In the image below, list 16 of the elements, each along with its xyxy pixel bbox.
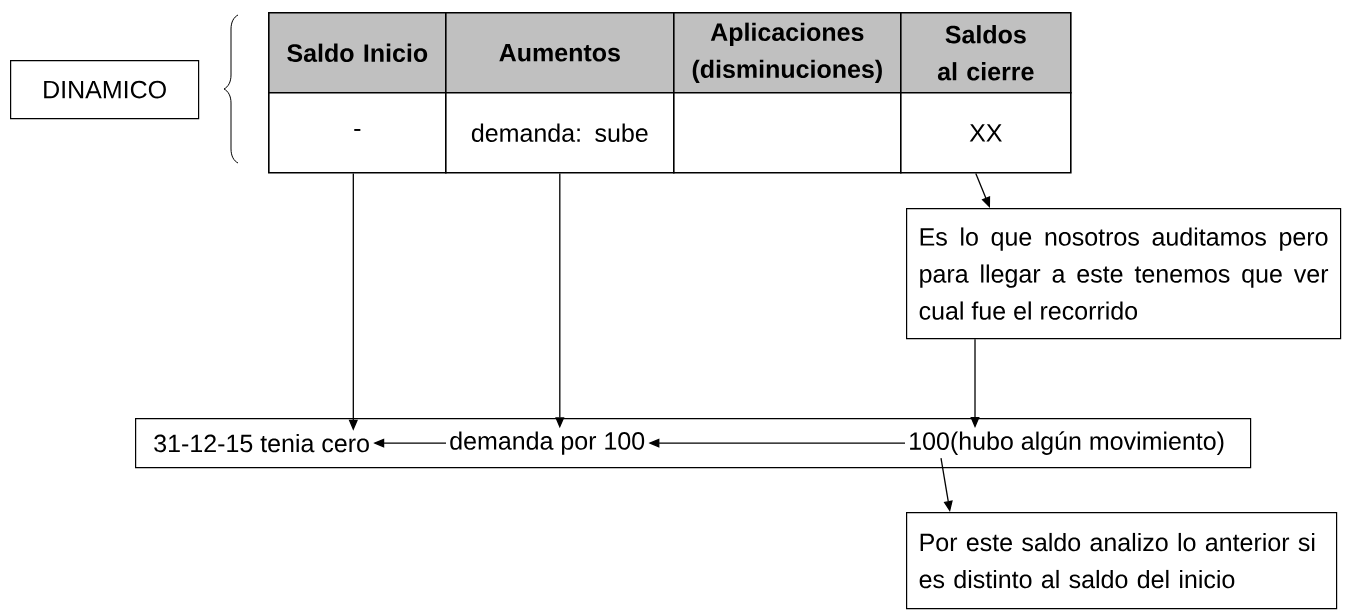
- timeline-text: 100(hubo algún movimiento): [910, 431, 1224, 455]
- table-cell: -: [268, 92, 447, 174]
- table-header-cell: Aumentos: [445, 12, 675, 94]
- timeline-text: demanda por 100: [450, 431, 645, 455]
- timeline-text: 31-12-15 tenia cero: [154, 433, 369, 453]
- table-cell: [673, 92, 902, 174]
- timeline-bar: [135, 418, 1252, 469]
- note-box: Es lo que nosotros auditamos pero para llegar a este tenemos que ver cual fue el recorrido: [906, 208, 1342, 340]
- table-cell: demanda: sube: [445, 92, 675, 174]
- note-box: Por este saldo analizo lo anterior si es distinto al saldo del inicio: [906, 512, 1338, 610]
- table-header-cell: Saldo Inicio: [268, 12, 447, 94]
- label-box: DINAMICO: [10, 60, 200, 120]
- table-header-cell: Aplicaciones (disminuciones): [673, 12, 902, 94]
- table-header-cell: Saldos al cierre: [900, 12, 1072, 94]
- arrow: [975, 172, 991, 208]
- table-cell: XX: [900, 92, 1072, 174]
